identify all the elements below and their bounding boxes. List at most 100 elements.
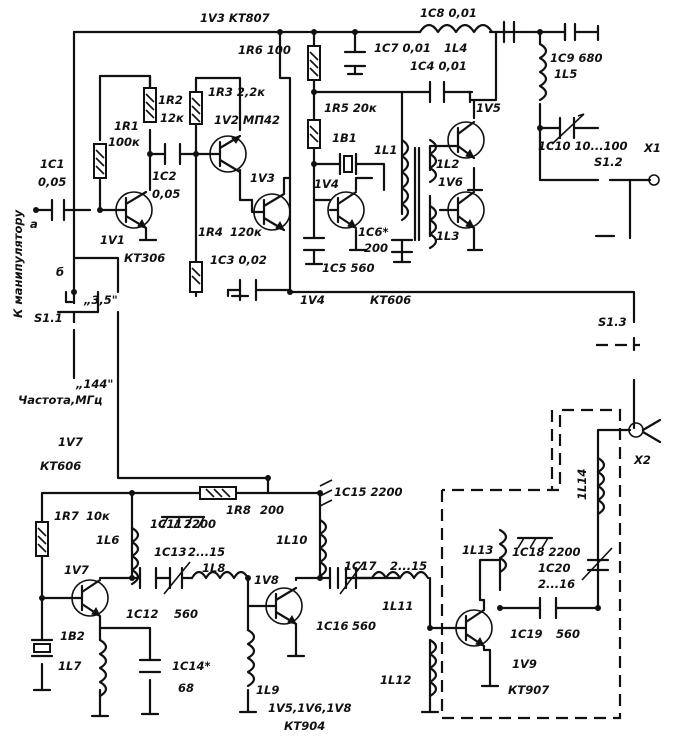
label-1r1: 1R1 (114, 119, 139, 133)
inductor-1l8-top (418, 23, 494, 34)
label-35mhz: „3,5" (83, 293, 118, 307)
capacitor-1c19 (538, 596, 558, 620)
inductor-1l12 (428, 638, 438, 698)
capacitor-1c2 (163, 142, 182, 166)
label-1v6: 1V6 (438, 175, 463, 189)
label-1c11: 1C11 (150, 517, 182, 531)
label-frequency: Частота,МГц (18, 393, 103, 407)
label-1r1-value: 100к (108, 135, 141, 149)
label-1c11-value: 2200 (184, 517, 216, 531)
inductor-1l9 (246, 628, 256, 688)
labels: 1V3 KT807 1C8 0,01 1R6 100 1C7 0,01 1L4 … (11, 6, 661, 733)
label-144mhz: „144" (75, 377, 113, 391)
inductor-1l2 (428, 138, 438, 184)
label-1c6: 1C6* (358, 225, 388, 239)
label-1v5-1v6-1v8: 1V5,1V6,1V8 (268, 701, 351, 715)
label-1r4: 1R4 (198, 225, 223, 239)
label-1v4-bottom: 1V4 (300, 293, 325, 307)
capacitor-1c1 (50, 198, 66, 222)
resistors (35, 45, 321, 557)
label-1b2: 1B2 (60, 629, 85, 643)
label-1v1: 1V1 (100, 233, 125, 247)
inductor-1l11 (370, 570, 430, 580)
capacitor-1c13 (168, 566, 194, 590)
label-1v7: 1V7 (64, 563, 89, 577)
label-1r7-value: 10к (86, 509, 111, 523)
crystal-1b1 (338, 152, 358, 176)
label-1r8: 1R8 (226, 503, 251, 517)
label-terminal-b: б (56, 265, 64, 279)
label-1r4-value: 120к (230, 225, 263, 239)
label-terminal-a: а (30, 217, 38, 231)
label-kt606: КТ606 (370, 293, 411, 307)
resistor-1r4 (189, 261, 203, 293)
capacitor-1c12 (138, 566, 158, 590)
label-kt306: КТ306 (124, 251, 165, 265)
label-1l12: 1L12 (380, 673, 411, 687)
label-1l14: 1L14 (575, 469, 589, 500)
inductor-1l14 (596, 456, 606, 516)
label-1v9: 1V9 (512, 657, 537, 671)
capacitors (34, 20, 613, 674)
label-1l9: 1L9 (256, 683, 279, 697)
label-1c18: 1C18 2200 (512, 545, 580, 559)
label-1c12-value: 560 (174, 607, 198, 621)
inductor-1l6 (130, 526, 140, 586)
label-1l6: 1L6 (96, 533, 119, 547)
label-1l7: 1L7 (58, 659, 81, 673)
label-s12: S1.2 (594, 155, 623, 169)
label-1c13: 1C13 (154, 545, 186, 559)
label-1r2: 1R2 (158, 93, 183, 107)
label-1c16: 1C16 (316, 619, 348, 633)
label-1c6-value: 200 (364, 241, 388, 255)
label-1c4: 1C4 0,01 (410, 59, 467, 73)
label-1v3-node: 1V3 (250, 171, 275, 185)
label-s13: S1.3 (598, 315, 627, 329)
connector-x1 (648, 174, 660, 186)
label-1c14-value: 68 (178, 681, 194, 695)
transistor-1v6 (438, 190, 485, 252)
capacitor-1c5 (302, 236, 326, 252)
label-1c9: 1C9 680 (550, 51, 602, 65)
label-1c15: 1C15 2200 (334, 485, 402, 499)
transistor-1v4 (327, 190, 368, 252)
label-1c1-value: 0,05 (38, 175, 66, 189)
label-1c20-value: 2...16 (538, 577, 575, 591)
grounds (32, 24, 616, 718)
label-1l3: 1L3 (436, 229, 459, 243)
label-1l11: 1L11 (382, 599, 413, 613)
transformer-core (413, 146, 421, 242)
transistor-1v8 (264, 586, 306, 658)
inductor-1l3 (428, 204, 438, 250)
label-1l1: 1L1 (374, 143, 397, 157)
inductor-1l8 (190, 570, 250, 580)
label-1v7-title: 1V7 (58, 435, 83, 449)
label-to-manipulator: К манипулятору (11, 209, 25, 318)
crystal-1b2 (30, 638, 54, 658)
label-kt606-2: КТ606 (40, 459, 81, 473)
transistor-1v3 (250, 176, 292, 232)
transistor-1v9 (448, 598, 500, 688)
label-kt904: КТ904 (284, 719, 325, 733)
label-1r8-value: 200 (260, 503, 284, 517)
capacitor-1c9 (563, 22, 600, 42)
label-1v3-kt807: 1V3 KT807 (200, 11, 270, 25)
capacitor-1c16 (328, 566, 340, 590)
label-1c17: 1C17 (344, 559, 376, 573)
label-1c16-value: 560 (352, 619, 376, 633)
transistor-1v5 (446, 120, 485, 192)
capacitor-1c10 (558, 116, 576, 140)
label-1c2: 1C2 (152, 169, 176, 183)
label-1c14: 1C14* (172, 659, 210, 673)
transistor-1v7 (68, 578, 109, 630)
inductor-1l5 (538, 42, 548, 102)
label-1v2: 1V2 МП42 (214, 113, 280, 127)
label-1c3: 1C3 0,02 (210, 253, 267, 267)
transistors (68, 120, 500, 688)
connectors (33, 29, 662, 631)
inductors (98, 23, 606, 698)
label-1r7: 1R7 (54, 509, 79, 523)
label-x2: X2 (633, 453, 651, 467)
inductor-1l13 (498, 528, 508, 574)
